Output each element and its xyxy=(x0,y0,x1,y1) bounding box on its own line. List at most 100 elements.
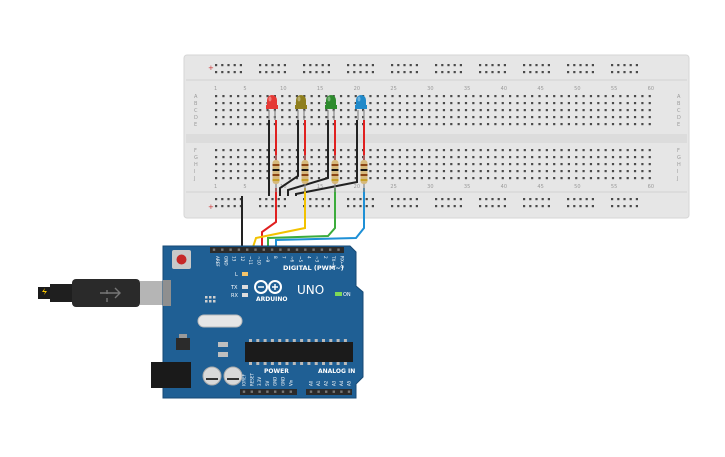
breadboard-hole xyxy=(420,149,423,152)
rail-hole xyxy=(327,205,330,208)
breadboard-hole xyxy=(442,149,446,152)
power-pin-hole[interactable] xyxy=(266,390,269,393)
rail-hole xyxy=(435,198,438,201)
breadboard-hole xyxy=(494,149,497,152)
rail-hole xyxy=(617,71,620,74)
digital-pin-hole[interactable] xyxy=(337,248,340,251)
digital-pin-hole[interactable] xyxy=(287,248,290,251)
usb-cable[interactable] xyxy=(38,279,166,307)
digital-pin-hole[interactable] xyxy=(237,248,241,251)
breadboard-hole xyxy=(391,95,394,98)
digital-pin-hole[interactable] xyxy=(270,248,274,251)
digital-pin-label: TX→1 xyxy=(331,255,336,268)
breadboard-hole xyxy=(288,95,291,98)
digital-pin-hole[interactable] xyxy=(295,248,299,251)
led-green[interactable] xyxy=(325,95,337,120)
breadboard-hole xyxy=(516,156,519,159)
power-pin-hole[interactable] xyxy=(281,390,285,393)
breadboard-hole xyxy=(619,95,622,98)
breadboard-hole xyxy=(384,163,387,166)
rail-hole xyxy=(591,198,594,201)
power-pin-hole[interactable] xyxy=(250,390,253,393)
breadboard-hole xyxy=(472,170,475,173)
analog-pin-hole[interactable] xyxy=(347,390,351,393)
breadboard-hole xyxy=(641,177,644,180)
digital-pin-hole[interactable] xyxy=(221,248,224,251)
led-blue[interactable] xyxy=(355,95,367,120)
breadboard-hole xyxy=(457,163,460,166)
breadboard-hole xyxy=(597,177,600,180)
breadboard-hole xyxy=(531,123,534,126)
breadboard-hole xyxy=(582,177,585,180)
digital-pin-hole[interactable] xyxy=(312,248,315,251)
rail-hole xyxy=(453,64,456,67)
analog-pin-hole[interactable] xyxy=(340,390,343,393)
chip-pin xyxy=(292,339,296,342)
digital-pin-hole[interactable] xyxy=(262,248,265,251)
rail-hole xyxy=(529,64,532,67)
reset-button-cap[interactable] xyxy=(176,254,187,265)
chip-pin xyxy=(343,339,347,342)
wire-green-signal xyxy=(267,188,336,250)
digital-pin-hole[interactable] xyxy=(279,248,282,251)
rail-hole xyxy=(215,71,218,74)
led-red[interactable] xyxy=(266,95,278,120)
breadboard-hole xyxy=(641,149,644,152)
breadboard-hole xyxy=(339,95,343,98)
digital-pin-hole[interactable] xyxy=(329,248,332,251)
breadboard-hole xyxy=(516,95,519,98)
breadboard-hole xyxy=(398,109,401,112)
breadboard-hole xyxy=(339,123,343,126)
breadboard-hole xyxy=(472,163,475,166)
breadboard-hole xyxy=(244,163,247,166)
breadboard-hole xyxy=(266,109,269,112)
digital-pin-hole[interactable] xyxy=(229,248,232,251)
breadboard-hole xyxy=(310,95,313,98)
row-letter-right: I xyxy=(677,169,678,175)
analog-pin-hole[interactable] xyxy=(309,390,313,393)
breadboard-hole xyxy=(567,156,570,159)
rail-hole xyxy=(529,205,532,208)
digital-pin-hole[interactable] xyxy=(320,248,324,251)
analog-pin-hole[interactable] xyxy=(317,390,320,393)
chip-pin xyxy=(249,362,252,365)
chip-pin xyxy=(300,339,304,342)
breadboard-hole xyxy=(369,95,372,98)
rail-hole xyxy=(623,64,626,67)
rail-hole xyxy=(215,64,218,67)
breadboard-hole xyxy=(259,102,262,105)
power-pin-hole[interactable] xyxy=(274,390,277,393)
rail-hole xyxy=(535,71,538,74)
breadboard-hole xyxy=(435,123,438,126)
breadboard-hole xyxy=(486,109,490,112)
power-pin-hole[interactable] xyxy=(242,390,246,393)
analog-pin-label: A1 xyxy=(316,380,321,386)
breadboard-hole xyxy=(597,95,600,98)
analog-pin-hole[interactable] xyxy=(325,390,328,393)
power-pin-hole[interactable] xyxy=(289,390,292,393)
chip-pin xyxy=(314,362,318,365)
digital-pin-hole[interactable] xyxy=(246,248,249,251)
wire-black-led2-cathode xyxy=(279,120,299,196)
power-pin-hole[interactable] xyxy=(258,390,261,393)
breadboard-hole xyxy=(406,156,409,159)
breadboard-hole xyxy=(420,156,423,159)
breadboard-hole xyxy=(435,149,438,152)
rail-hole xyxy=(359,71,362,74)
rail-hole xyxy=(315,205,318,208)
led-yellow[interactable] xyxy=(295,95,307,120)
analog-pin-hole[interactable] xyxy=(332,390,335,393)
rx-label: RX xyxy=(231,293,238,299)
breadboard-hole xyxy=(501,149,504,152)
breadboard-hole xyxy=(354,156,357,159)
column-number-bottom: 1 xyxy=(214,184,217,190)
digital-pin-hole[interactable] xyxy=(304,248,307,251)
breadboard-hole xyxy=(472,116,475,119)
digital-pin-hole[interactable] xyxy=(254,248,257,251)
rail-plus-mark-bottom: + xyxy=(208,203,214,211)
digital-pin-hole[interactable] xyxy=(212,248,216,251)
breadboard-hole xyxy=(509,156,512,159)
breadboard-hole xyxy=(354,116,357,119)
